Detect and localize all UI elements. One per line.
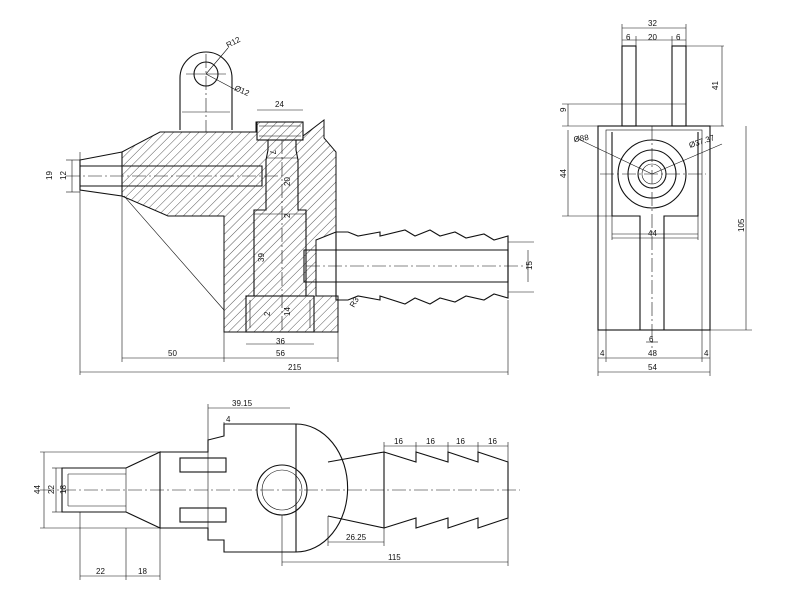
dim-36: 36 [276,337,285,346]
dim-side-41: 41 [711,81,720,90]
dim-side-44v: 44 [559,169,568,178]
dim-top-16b: 16 [426,437,435,446]
dim-20: 20 [283,177,292,186]
barbed-nozzle [335,229,509,305]
dim-side-dia88: Ø88 [573,133,590,144]
dim-top-2625: 26.25 [346,533,367,542]
dim-39: 39 [257,253,266,262]
dim-side-44h: 44 [648,229,657,238]
dim-r12: R12 [225,35,243,50]
dim-14: 14 [283,307,292,316]
dim-top-18h: 18 [138,567,147,576]
dim-r3: R3 [348,295,361,309]
dim-top-16c: 16 [456,437,465,446]
dim-top-18: 18 [59,485,68,494]
dim-dia12: Ø12 [233,84,251,99]
dim-top-115: 115 [388,553,401,562]
dim-24: 24 [275,100,284,109]
dim-12: 12 [59,171,68,180]
dim-top-16d: 16 [488,437,497,446]
dim-19: 19 [45,171,54,180]
dim-50: 50 [168,349,177,358]
dim-top-16a: 16 [394,437,403,446]
dim-top-22h: 22 [96,567,105,576]
dim-top-39: 39.15 [232,399,253,408]
dim-side-105: 105 [737,218,746,232]
front-section-view: R12 Ø12 24 7 20 2 39 2 14 36 19 12 15 R3… [45,35,534,375]
dim-56: 56 [276,349,285,358]
dim-top-22: 22 [47,485,56,494]
dim-side-6c: 6 [649,335,654,344]
dim-side-9: 9 [559,107,568,112]
dim-side-4b: 4 [704,349,709,358]
dim-side-54: 54 [648,363,657,372]
dim-15: 15 [525,261,534,270]
dim-215: 215 [288,363,302,372]
side-view: 32 6 20 6 41 9 Ø88 Ø37.37 44 44 105 6 4 … [559,19,752,376]
dim-2b: 2 [263,311,272,316]
dim-side-32: 32 [648,19,657,28]
top-view: 39.15 4 16 16 16 16 44 22 18 26.25 22 18… [33,399,520,580]
dim-side-20: 20 [648,33,657,42]
dim-top-44: 44 [33,485,42,494]
dim-side-6a: 6 [626,33,631,42]
dim-side-6b: 6 [676,33,681,42]
dim-side-48: 48 [648,349,657,358]
dim-side-4a: 4 [600,349,605,358]
dim-7: 7 [268,150,277,155]
dim-2a: 2 [283,213,292,218]
lug [179,47,237,132]
dim-top-4: 4 [226,415,231,424]
